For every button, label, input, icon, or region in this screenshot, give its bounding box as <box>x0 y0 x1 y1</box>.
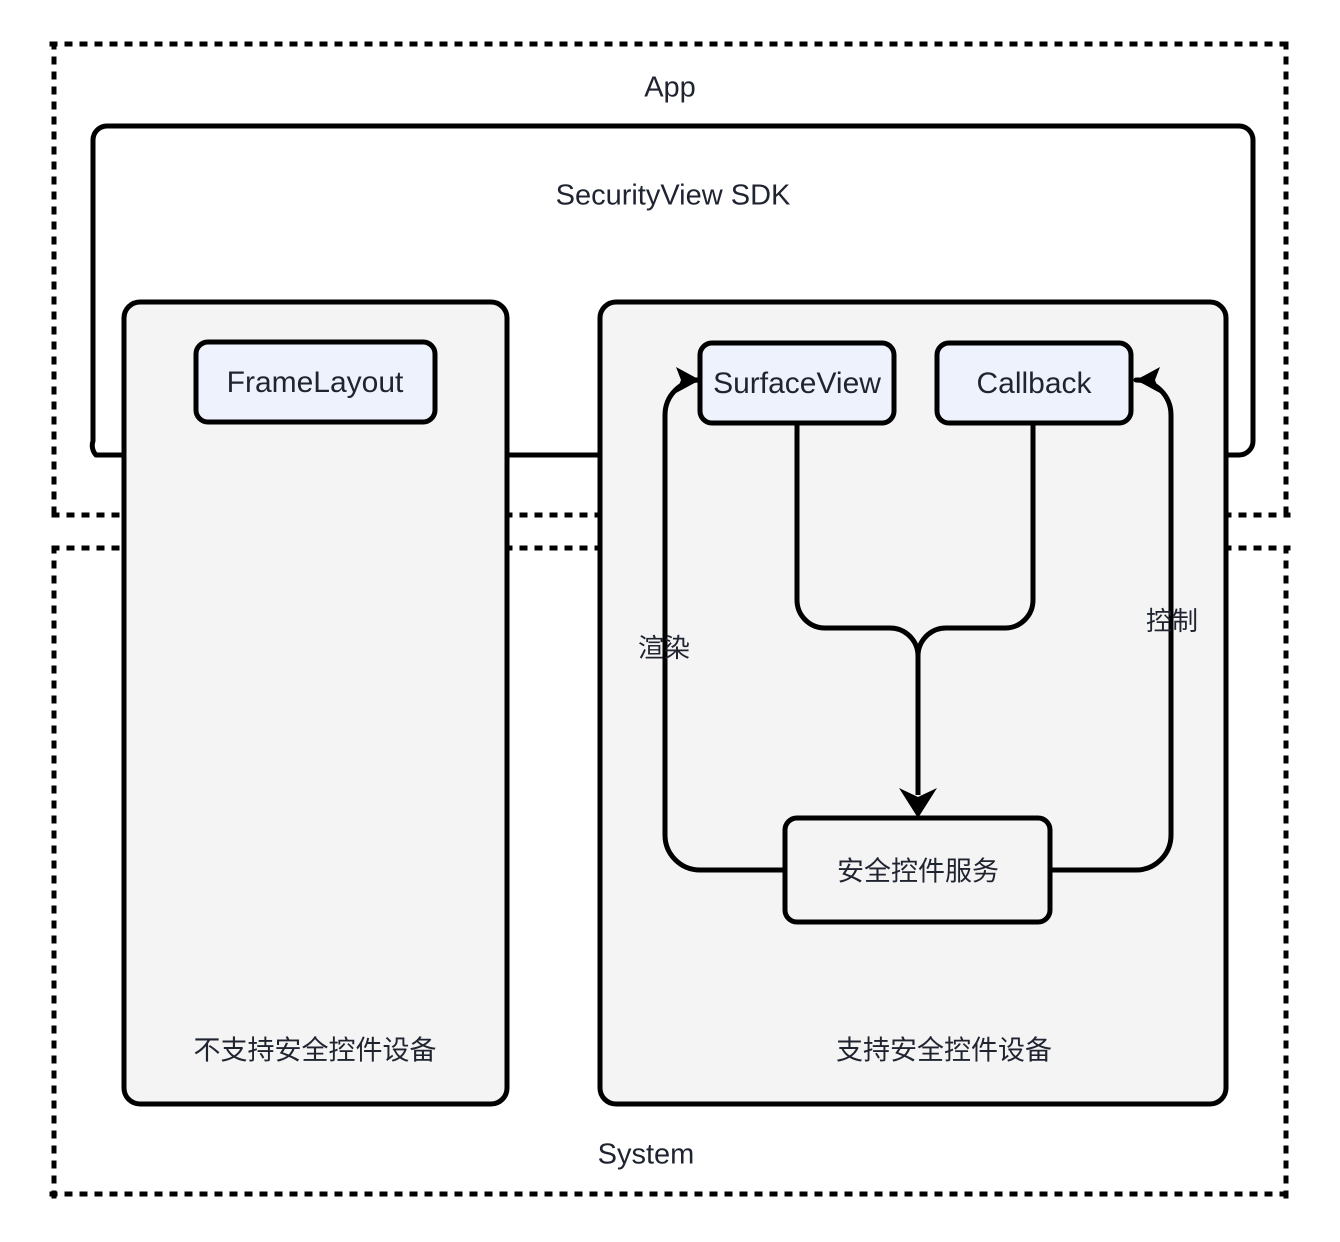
edge-control-arrowhead <box>1136 367 1160 393</box>
zone-system-border <box>49 545 1291 1199</box>
container-supported-device <box>597 299 1229 1107</box>
edge-callback-to-service-path <box>915 424 1036 795</box>
node-surfaceview[interactable] <box>697 340 897 426</box>
node-security-service[interactable] <box>782 815 1053 925</box>
container-unsupported-device <box>121 299 510 1107</box>
node-callback[interactable] <box>934 340 1134 426</box>
edge-render-arrowhead <box>676 367 700 393</box>
securityview-sdk-frame <box>89 123 1256 458</box>
edge-surfaceview-to-service-path <box>794 424 921 795</box>
zone-app-border <box>49 41 1291 519</box>
node-framelayout[interactable] <box>193 339 438 425</box>
edge-merge-arrowhead <box>899 788 937 818</box>
